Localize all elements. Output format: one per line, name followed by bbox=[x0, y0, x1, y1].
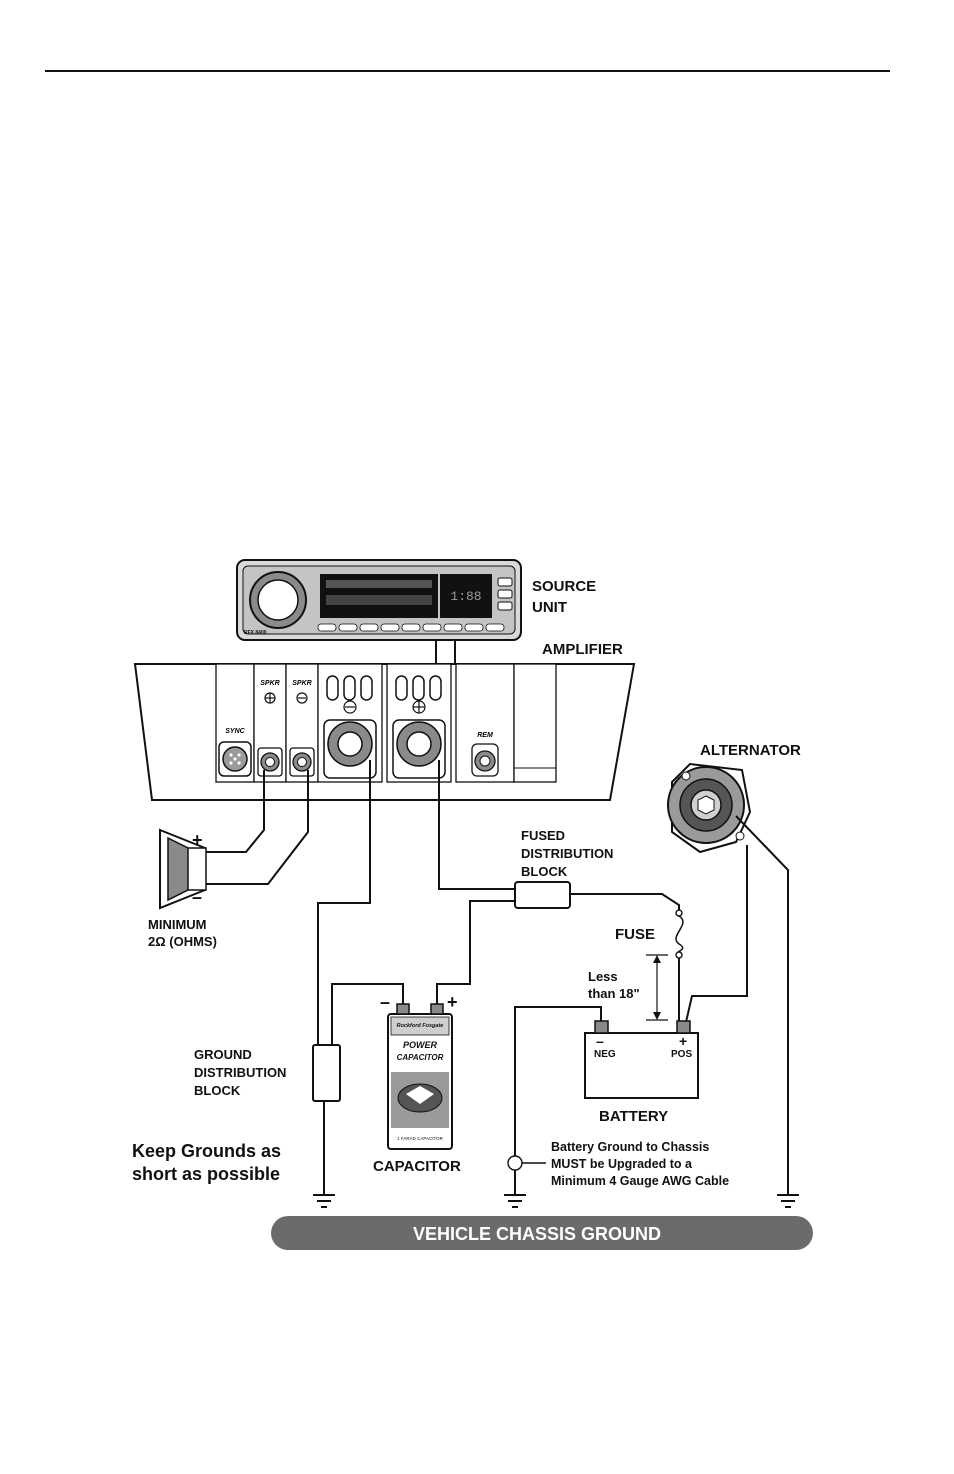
callout-marker bbox=[507, 1155, 523, 1171]
chassis-ground-bar bbox=[271, 1216, 813, 1250]
capacitor-plus-sign: + bbox=[447, 992, 458, 1012]
amplifier: SYNC SPKR SPKR REM bbox=[133, 663, 636, 801]
chassis-ground-label: VEHICLE CHASSIS GROUND bbox=[413, 1224, 661, 1244]
ground-distribution-block bbox=[312, 1044, 341, 1102]
inline-fuse bbox=[675, 909, 684, 959]
capacitor-power-text: POWER bbox=[403, 1040, 438, 1050]
speaker-plus-sign: + bbox=[192, 830, 203, 850]
capacitor-label: CAPACITOR bbox=[373, 1158, 461, 1175]
battery-label: BATTERY bbox=[599, 1108, 668, 1125]
capacitor-rating-text: 1 FARAD CAPACITOR bbox=[397, 1136, 444, 1141]
alternator bbox=[667, 762, 752, 854]
terminal-label-sync: SYNC bbox=[225, 728, 245, 735]
source-unit: 1:88 RFX 8400 bbox=[236, 559, 522, 641]
ground-symbol bbox=[777, 1194, 799, 1208]
speaker-minus-sign: – bbox=[192, 887, 202, 907]
ground-block-label: GROUND DISTRIBUTION BLOCK bbox=[194, 1047, 290, 1098]
minimum-ohms-label: MINIMUM 2Ω (OHMS) bbox=[148, 917, 217, 949]
terminal-label-spkr-neg: SPKR bbox=[292, 680, 311, 687]
capacitor-brand: Rockford Fosgate bbox=[397, 1023, 444, 1029]
source-unit-model: RFX 8400 bbox=[244, 630, 267, 636]
battery-ground-note: Battery Ground to Chassis MUST be Upgrad… bbox=[551, 1140, 729, 1188]
fuse-label: FUSE bbox=[615, 926, 655, 943]
fuse-distance-label: Less than 18" bbox=[588, 969, 640, 1001]
capacitor: Rockford Fosgate POWER CAPACITOR 1 FARAD… bbox=[387, 1003, 453, 1150]
fused-block-label: FUSED DISTRIBUTION BLOCK bbox=[521, 828, 617, 879]
amplifier-label: AMPLIFIER bbox=[542, 641, 623, 658]
source-unit-label: SOURCE UNIT bbox=[532, 578, 600, 616]
plus-circle-icon bbox=[412, 700, 426, 714]
plus-circle-icon bbox=[264, 692, 276, 704]
battery-pos-sign: + bbox=[679, 1033, 687, 1049]
ground-symbol bbox=[313, 1194, 335, 1208]
fused-distribution-block bbox=[514, 881, 571, 909]
speaker bbox=[159, 828, 207, 910]
keep-grounds-note: Keep Grounds as short as possible bbox=[132, 1141, 286, 1184]
distance-dimension bbox=[646, 954, 668, 1021]
minus-circle-icon bbox=[343, 700, 357, 714]
battery-pos-label: POS bbox=[671, 1049, 692, 1060]
battery-neg-sign: – bbox=[596, 1033, 604, 1049]
source-unit-display-digits: 1:88 bbox=[450, 589, 481, 604]
battery bbox=[584, 1020, 699, 1099]
minus-circle-icon bbox=[296, 692, 308, 704]
terminal-label-spkr-pos: SPKR bbox=[260, 680, 279, 687]
capacitor-name-text: CAPACITOR bbox=[397, 1053, 444, 1062]
terminal-label-rem: REM bbox=[477, 732, 493, 739]
capacitor-minus-sign: – bbox=[380, 992, 390, 1012]
battery-neg-label: NEG bbox=[594, 1049, 616, 1060]
alternator-label: ALTERNATOR bbox=[700, 742, 801, 759]
ground-symbol bbox=[504, 1194, 526, 1208]
